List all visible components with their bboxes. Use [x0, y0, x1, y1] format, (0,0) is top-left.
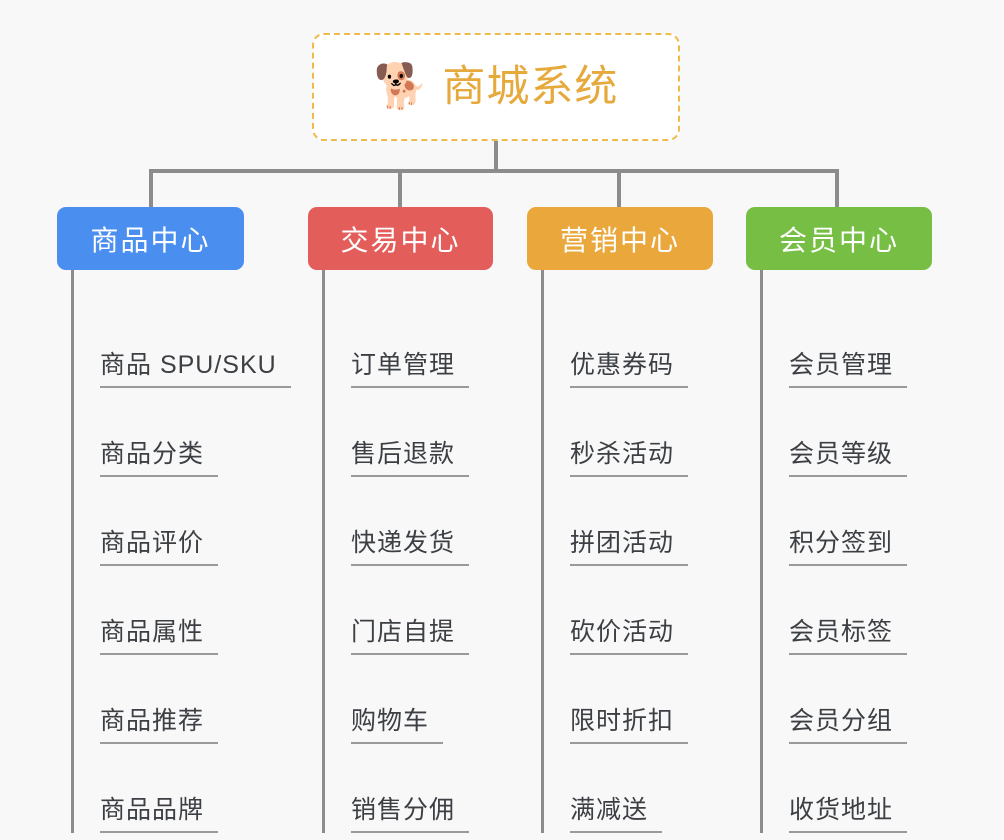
- leaf-label: 销售分佣: [351, 796, 470, 833]
- leaf-list-member-center: 会员管理 会员等级 积分签到 会员标签 会员分组 收货地址: [760, 299, 908, 833]
- list-item[interactable]: 拼团活动: [544, 477, 689, 566]
- category-label: 营销中心: [559, 224, 680, 256]
- list-item[interactable]: 会员标签: [763, 566, 908, 655]
- category-header-marketing-center[interactable]: 营销中心: [527, 207, 713, 270]
- leaf-label: 限时折扣: [570, 707, 689, 744]
- list-item[interactable]: 售后退款: [325, 388, 470, 477]
- branch-member-center: 会员中心 会员管理 会员等级 积分签到 会员标签 会员分组 收货地址: [746, 207, 932, 833]
- list-item[interactable]: 商品 SPU/SKU: [74, 299, 291, 388]
- leaf-label: 满减送: [570, 796, 663, 833]
- leaf-label: 会员等级: [789, 440, 908, 477]
- leaf-label: 订单管理: [351, 351, 470, 388]
- list-item[interactable]: 商品评价: [74, 477, 291, 566]
- list-item[interactable]: 限时折扣: [544, 655, 689, 744]
- connector-category-stem: [541, 270, 544, 299]
- list-item[interactable]: 会员管理: [763, 299, 908, 388]
- branch-product-center: 商品中心 商品 SPU/SKU 商品分类 商品评价 商品属性 商品推荐 商品品牌: [57, 207, 291, 833]
- list-item[interactable]: 会员等级: [763, 388, 908, 477]
- list-item[interactable]: 购物车: [325, 655, 469, 744]
- list-item[interactable]: 商品推荐: [74, 655, 291, 744]
- leaf-label: 积分签到: [789, 529, 908, 566]
- list-item[interactable]: 门店自提: [325, 566, 470, 655]
- list-item[interactable]: 会员分组: [763, 655, 908, 744]
- connector-horizontal-bus: [149, 169, 839, 173]
- leaf-list-product-center: 商品 SPU/SKU 商品分类 商品评价 商品属性 商品推荐 商品品牌: [71, 299, 291, 833]
- list-item[interactable]: 秒杀活动: [544, 388, 689, 477]
- connector-drop-marketing-center: [617, 169, 621, 207]
- leaf-label: 门店自提: [351, 618, 470, 655]
- list-item[interactable]: 满减送: [544, 744, 688, 833]
- leaf-label: 秒杀活动: [570, 440, 689, 477]
- list-item[interactable]: 订单管理: [325, 299, 470, 388]
- list-item[interactable]: 收货地址: [763, 744, 908, 833]
- leaf-label: 收货地址: [789, 796, 908, 833]
- root-node-mall-system[interactable]: 🐕 商城系统: [312, 33, 680, 141]
- list-item[interactable]: 销售分佣: [325, 744, 470, 833]
- leaf-label: 商品评价: [100, 529, 219, 566]
- category-header-product-center[interactable]: 商品中心: [57, 207, 244, 270]
- leaf-label: 会员分组: [789, 707, 908, 744]
- list-item[interactable]: 商品属性: [74, 566, 291, 655]
- leaf-label: 商品分类: [100, 440, 219, 477]
- list-item[interactable]: 积分签到: [763, 477, 908, 566]
- branch-marketing-center: 营销中心 优惠券码 秒杀活动 拼团活动 砍价活动 限时折扣 满减送: [527, 207, 713, 833]
- leaf-label: 购物车: [351, 707, 444, 744]
- category-label: 交易中心: [340, 224, 461, 256]
- leaf-label: 快递发货: [351, 529, 470, 566]
- list-item[interactable]: 商品分类: [74, 388, 291, 477]
- list-item[interactable]: 砍价活动: [544, 566, 689, 655]
- leaf-label: 会员管理: [789, 351, 908, 388]
- shiba-dog-icon: 🐕: [373, 62, 429, 111]
- connector-category-stem: [71, 270, 74, 299]
- connector-drop-trade-center: [398, 169, 402, 207]
- connector-drop-product-center: [149, 169, 153, 207]
- category-header-member-center[interactable]: 会员中心: [746, 207, 932, 270]
- category-header-trade-center[interactable]: 交易中心: [308, 207, 493, 270]
- leaf-label: 售后退款: [351, 440, 470, 477]
- root-node-title: 商城系统: [442, 62, 619, 111]
- leaf-label: 商品品牌: [100, 796, 219, 833]
- leaf-label: 优惠券码: [570, 351, 689, 388]
- connector-root-stem: [494, 141, 498, 172]
- connector-category-stem: [760, 270, 763, 299]
- category-label: 会员中心: [778, 224, 899, 256]
- category-label: 商品中心: [90, 224, 211, 256]
- leaf-label: 会员标签: [789, 618, 908, 655]
- leaf-list-trade-center: 订单管理 售后退款 快递发货 门店自提 购物车 销售分佣: [322, 299, 470, 833]
- list-item[interactable]: 快递发货: [325, 477, 470, 566]
- leaf-label: 商品属性: [100, 618, 219, 655]
- branch-trade-center: 交易中心 订单管理 售后退款 快递发货 门店自提 购物车 销售分佣: [308, 207, 493, 833]
- connector-drop-member-center: [835, 169, 839, 207]
- leaf-label: 商品推荐: [100, 707, 219, 744]
- list-item[interactable]: 优惠券码: [544, 299, 689, 388]
- leaf-label: 商品 SPU/SKU: [100, 351, 291, 388]
- connector-category-stem: [322, 270, 325, 299]
- list-item[interactable]: 商品品牌: [74, 744, 291, 833]
- leaf-label: 拼团活动: [570, 529, 689, 566]
- leaf-label: 砍价活动: [570, 618, 689, 655]
- leaf-list-marketing-center: 优惠券码 秒杀活动 拼团活动 砍价活动 限时折扣 满减送: [541, 299, 689, 833]
